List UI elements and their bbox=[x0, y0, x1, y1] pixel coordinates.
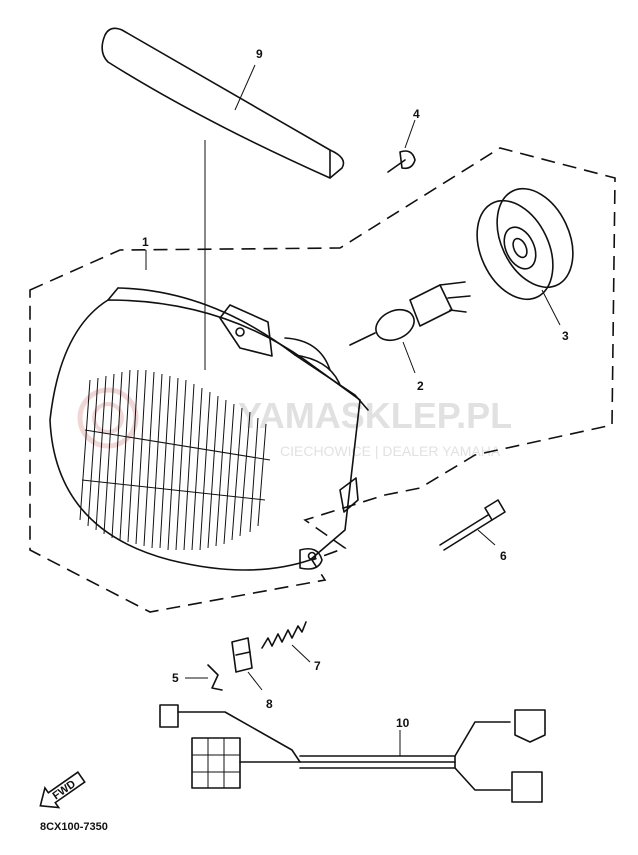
callout-7: 7 bbox=[314, 659, 321, 673]
part-5-clip bbox=[207, 664, 223, 691]
diagram-code: 8CX100-7350 bbox=[40, 821, 108, 833]
watermark: YAMASKLEP.PL CIECHOWICE | DEALER YAMAHA bbox=[77, 387, 512, 459]
part-6-bolt bbox=[439, 499, 506, 551]
callout-8: 8 bbox=[266, 697, 273, 711]
part-2-bulb bbox=[349, 281, 471, 346]
callout-10: 10 bbox=[396, 716, 410, 730]
part-9-visor bbox=[101, 27, 345, 179]
callout-6: 6 bbox=[500, 549, 507, 563]
part-3-socket-cover bbox=[476, 187, 574, 301]
callout-1: 1 bbox=[142, 235, 149, 249]
callout-9: 9 bbox=[256, 47, 263, 61]
part-7-spring bbox=[261, 621, 307, 649]
part-4-screw bbox=[387, 150, 416, 173]
part-8-adjuster bbox=[231, 637, 253, 673]
callout-3: 3 bbox=[562, 329, 569, 343]
leader-lines bbox=[145, 64, 561, 756]
callout-2: 2 bbox=[417, 379, 424, 393]
part-10-wire-harness bbox=[159, 704, 546, 803]
part-1-headlight-housing bbox=[49, 287, 369, 571]
watermark-tagline: CIECHOWICE | DEALER YAMAHA bbox=[280, 443, 501, 459]
fwd-arrow-icon: FWD bbox=[39, 771, 86, 809]
callout-5: 5 bbox=[172, 671, 179, 685]
watermark-brand: YAMASKLEP.PL bbox=[238, 395, 512, 436]
callout-4: 4 bbox=[413, 107, 420, 121]
assembly-boundary bbox=[29, 147, 616, 613]
